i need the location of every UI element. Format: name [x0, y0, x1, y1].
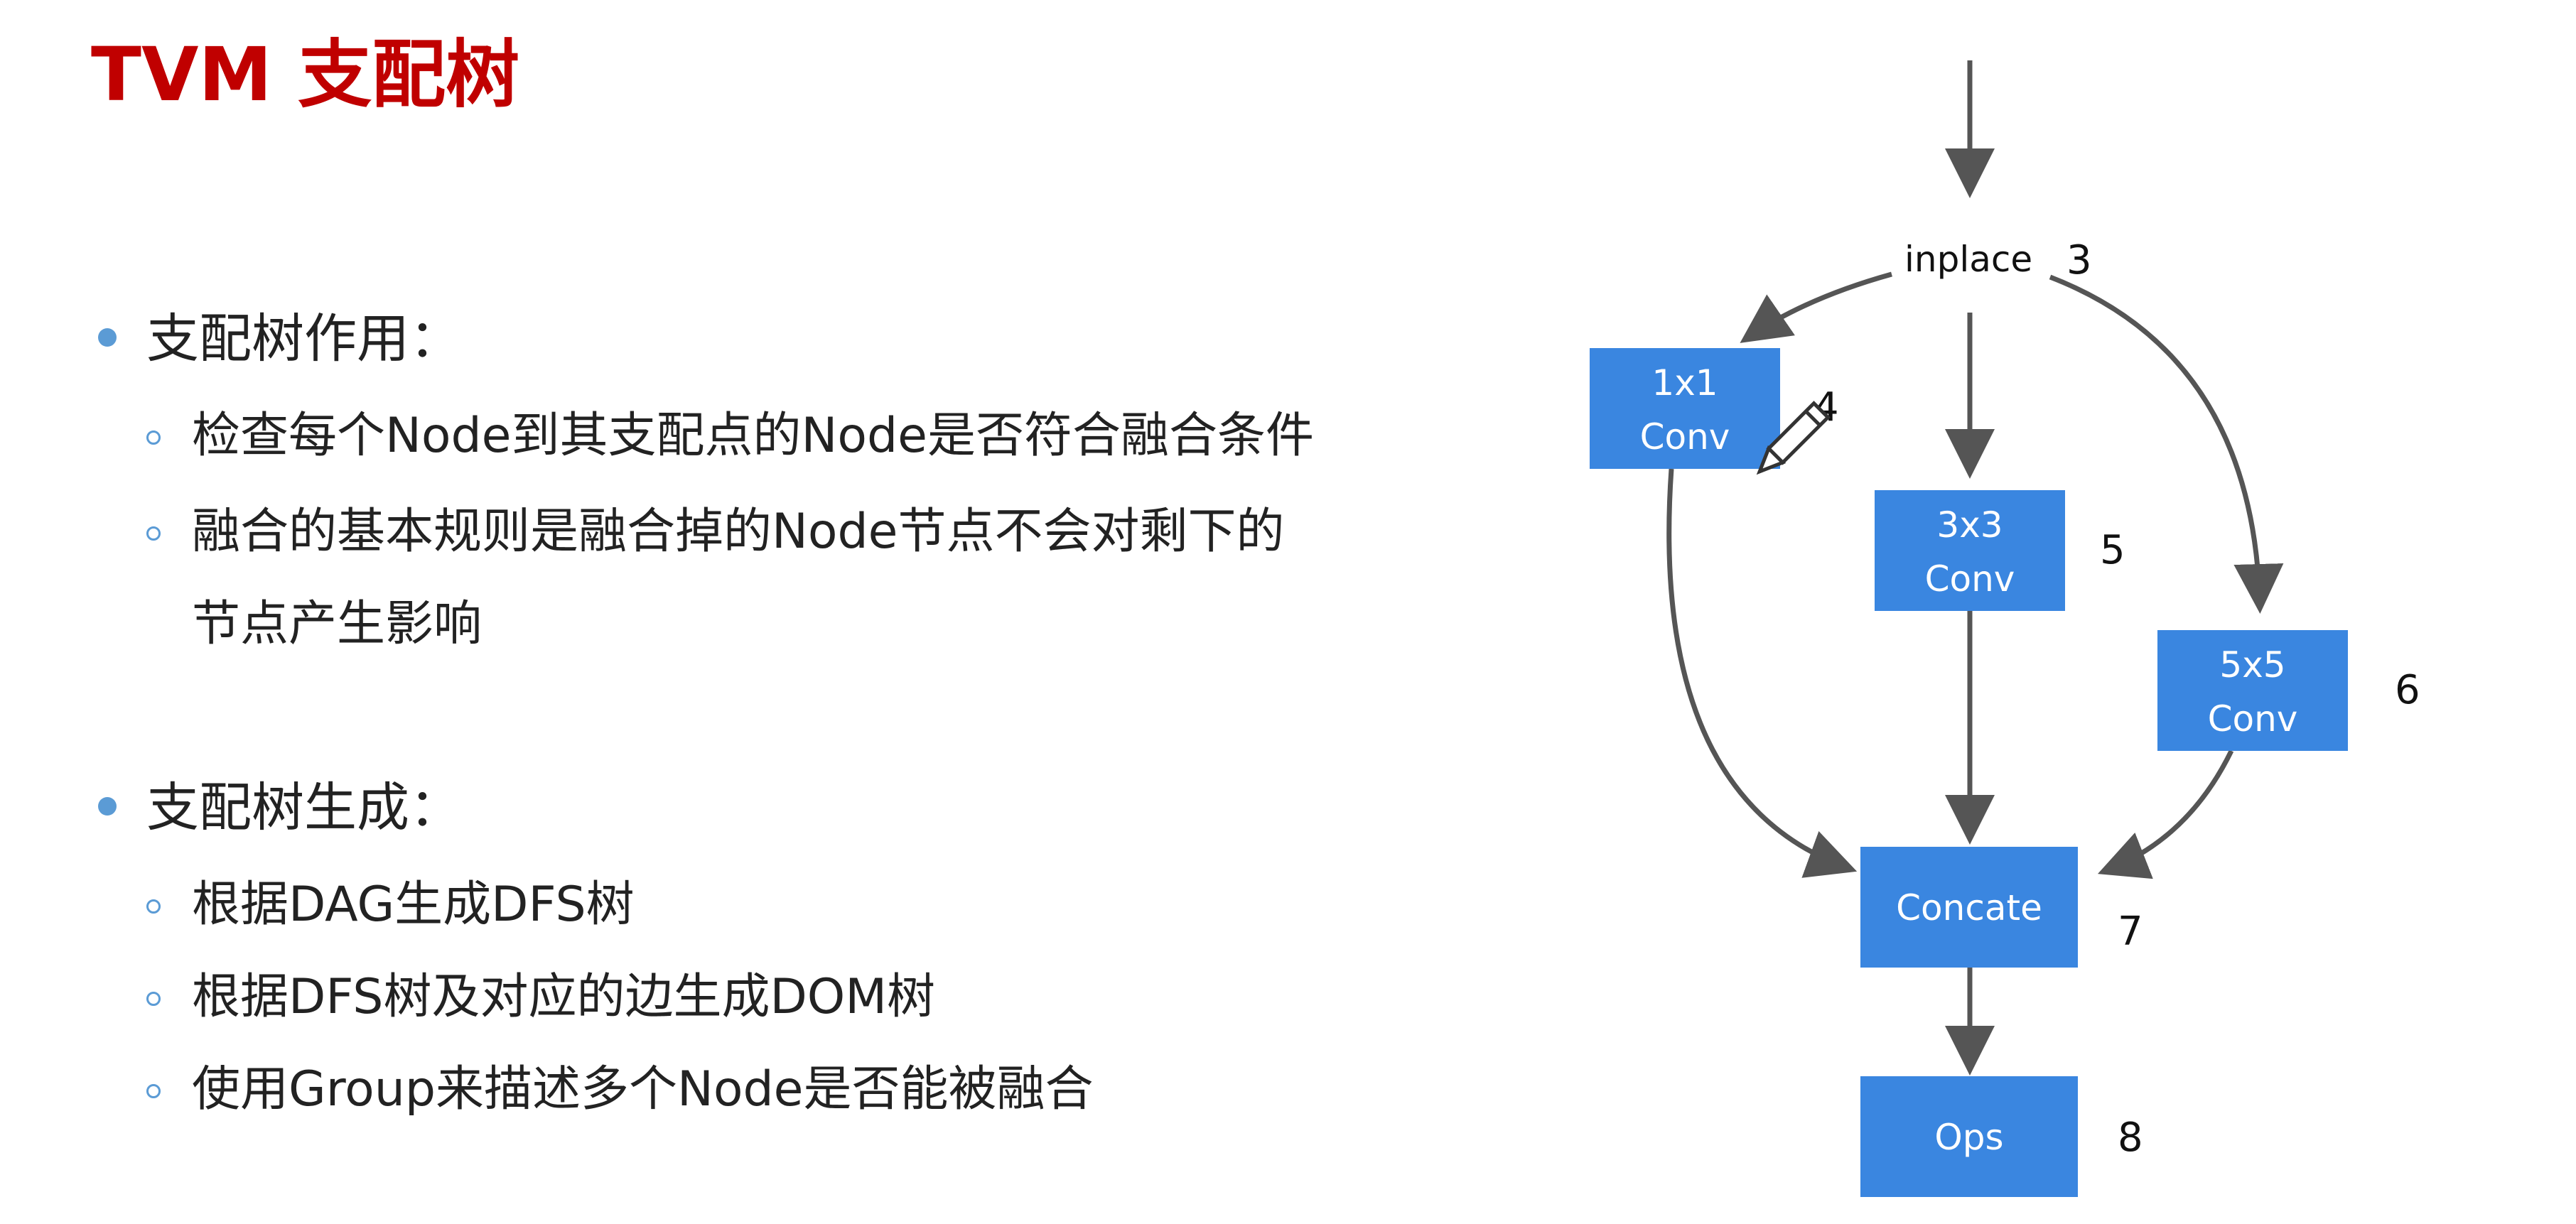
list-item-text: 融合的基本规则是融合掉的Node节点不会对剩下的 [192, 504, 1285, 560]
node-label: Concate [1896, 887, 2042, 928]
node-ops: Ops [1860, 1076, 2078, 1197]
edge-inplace-to-5x5 [2049, 274, 2284, 614]
list-item-text: 根据DFS树及对应的边生成DOM树 [192, 969, 935, 1025]
section-heading: 支配树生成： [146, 777, 462, 838]
sub-bullet-ring [146, 992, 161, 1006]
diagram-edges [1666, 60, 2284, 1076]
edge-1x1-to-concate [1666, 468, 1858, 878]
node-number-7: 7 [2118, 909, 2143, 955]
node-concate: Concate [1860, 847, 2078, 968]
node-number-3: 3 [2066, 237, 2092, 283]
node-3x3-conv: 3x3 Conv [1875, 490, 2065, 611]
node-label: Conv [2208, 698, 2298, 740]
pencil-icon [1756, 401, 1831, 475]
inplace-label: inplace [1904, 239, 2032, 280]
list-item-text: 根据DAG生成DFS树 [192, 877, 635, 933]
sub-bullet-ring [146, 1084, 161, 1098]
node-label: 5x5 [2219, 644, 2285, 686]
node-label: 3x3 [1936, 504, 2003, 546]
sub-bullet-ring [146, 430, 161, 445]
bullet-dot [98, 797, 117, 816]
page-title: TVM 支配树 [91, 31, 520, 118]
sub-bullet-ring [146, 899, 161, 914]
sub-bullet-ring [146, 526, 161, 541]
node-label: 1x1 [1651, 362, 1718, 404]
bullet-dot [98, 328, 117, 347]
node-5x5-conv: 5x5 Conv [2157, 630, 2348, 751]
node-number-8: 8 [2118, 1115, 2143, 1161]
list-item-text: 节点产生影响 [192, 596, 483, 652]
node-label: Conv [1925, 558, 2015, 600]
node-number-6: 6 [2395, 667, 2420, 713]
edge-inplace-to-1x1 [1740, 271, 1892, 343]
node-1x1-conv: 1x1 Conv [1590, 348, 1780, 469]
node-label: Conv [1640, 416, 1730, 457]
list-item-text: 检查每个Node到其支配点的Node是否符合融合条件 [192, 408, 1314, 464]
node-label: Ops [1934, 1117, 2003, 1158]
node-number-5: 5 [2100, 527, 2125, 573]
list-item-text: 使用Group来描述多个Node是否能被融合 [192, 1061, 1094, 1117]
section-heading: 支配树作用： [146, 308, 462, 369]
edge-5x5-to-concate [2097, 749, 2234, 879]
